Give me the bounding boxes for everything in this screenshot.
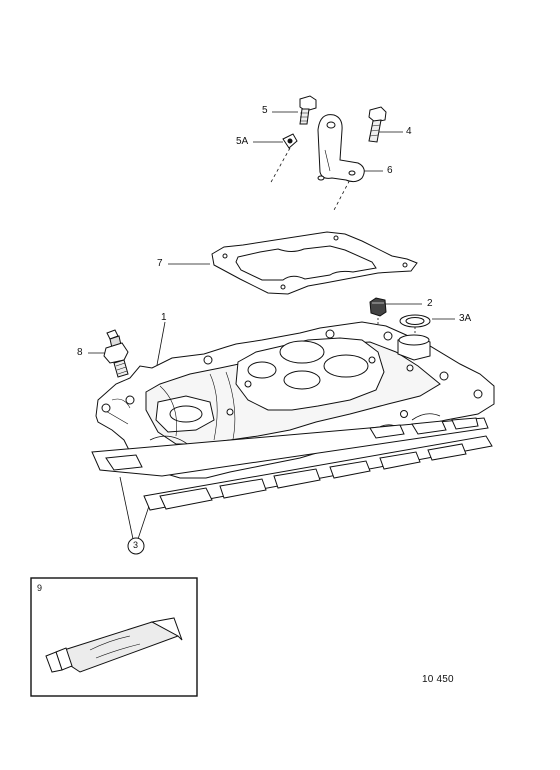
leader-3-left xyxy=(119,476,134,540)
label-part-7: 7 xyxy=(157,258,163,269)
clip-5a xyxy=(282,133,298,149)
sensor-8 xyxy=(103,329,129,378)
callout-circle-3 xyxy=(127,537,145,555)
plug-2 xyxy=(369,297,387,317)
label-part-5: 5 xyxy=(262,105,268,116)
label-part-9: 9 xyxy=(37,583,43,593)
leader-1 xyxy=(156,321,166,366)
gasket-7 xyxy=(211,231,418,295)
sealant-tube-9 xyxy=(45,617,183,673)
label-part-1: 1 xyxy=(161,312,167,323)
label-part-6: 6 xyxy=(387,165,393,176)
bolt-5 xyxy=(299,95,317,125)
label-part-2: 2 xyxy=(427,298,433,309)
label-part-4: 4 xyxy=(406,126,412,137)
intake-manifold-1 xyxy=(95,321,495,479)
reference-number: 10 450 xyxy=(422,674,454,685)
label-part-8: 8 xyxy=(77,347,83,358)
label-part-3a: 3A xyxy=(459,313,472,324)
intake-gasket-3-lower xyxy=(143,435,493,511)
washer-3a xyxy=(399,314,431,328)
assembly-line-bolt5 xyxy=(269,147,291,185)
bracket-6 xyxy=(317,114,365,183)
bolt-4 xyxy=(368,106,387,143)
leader-3-right xyxy=(137,502,151,540)
intake-gasket-3-upper xyxy=(91,417,489,477)
label-part-5a: 5A xyxy=(236,136,249,147)
label-part-3: 3 xyxy=(133,540,139,550)
